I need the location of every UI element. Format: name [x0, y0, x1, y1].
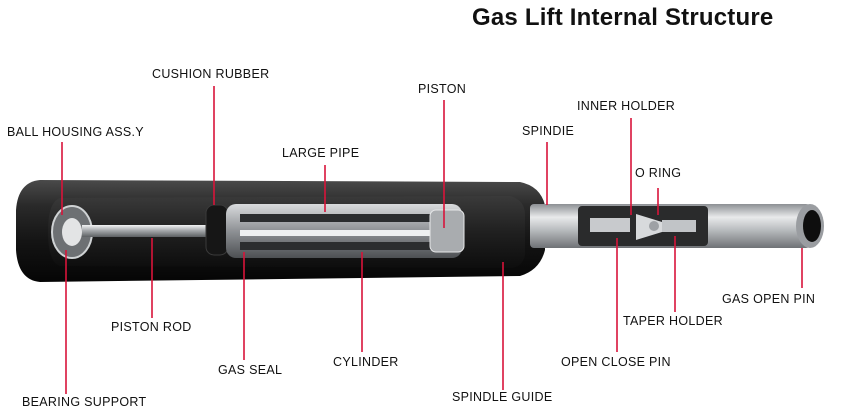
label-ball-housing: BALL HOUSING ASS.Y [7, 125, 144, 139]
label-taper-holder: TAPER HOLDER [623, 314, 723, 328]
diagram-title: Gas Lift Internal Structure [472, 4, 774, 31]
label-gas-seal: GAS SEAL [218, 363, 283, 377]
leader-lines [61, 86, 803, 394]
gas-open-pin-part [803, 210, 821, 242]
label-gas-open-pin: GAS OPEN PIN [722, 292, 816, 306]
label-open-close-pin: OPEN CLOSE PIN [561, 355, 671, 369]
label-o-ring: O RING [635, 166, 682, 180]
label-bearing-support: BEARING SUPPORT [22, 395, 147, 409]
label-spindle-guide: SPINDLE GUIDE [452, 390, 553, 404]
label-piston-rod: PISTON ROD [111, 320, 192, 334]
cushion-rubber-part [205, 204, 229, 256]
label-large-pipe: LARGE PIPE [282, 146, 360, 160]
label-cylinder: CYLINDER [333, 355, 399, 369]
label-inner-holder: INNER HOLDER [577, 99, 676, 113]
label-cushion-rubber: CUSHION RUBBER [152, 67, 270, 81]
label-spindie: SPINDIE [522, 124, 575, 138]
piston-rod [82, 225, 217, 237]
piston-part [429, 209, 465, 253]
label-piston: PISTON [418, 82, 467, 96]
